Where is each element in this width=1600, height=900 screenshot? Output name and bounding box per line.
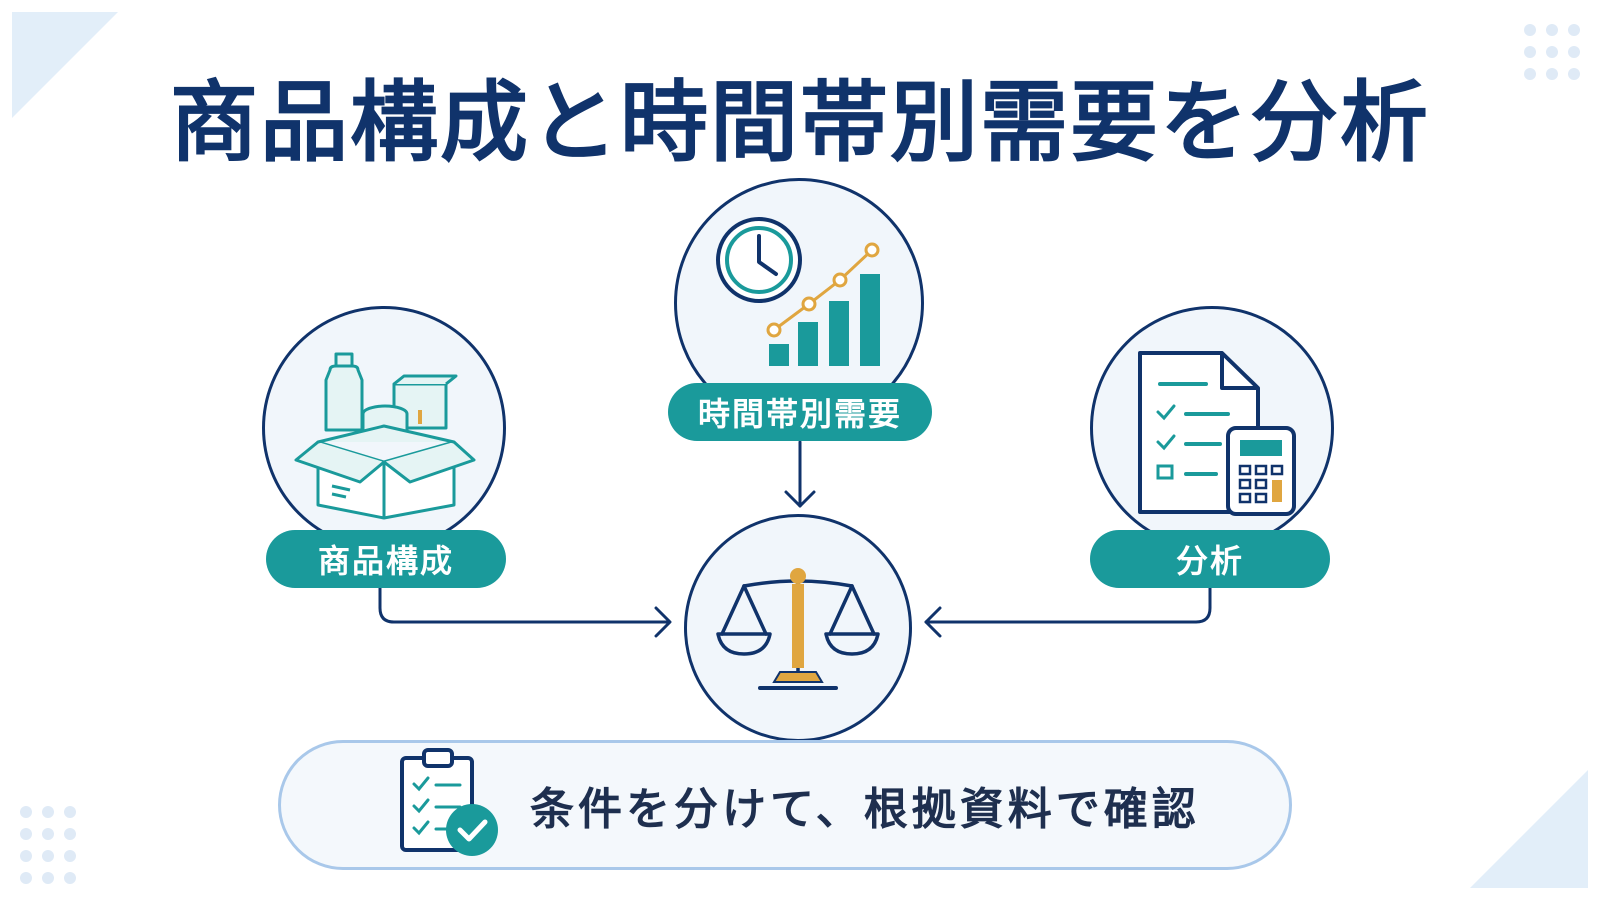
dot-grid-top-right bbox=[1524, 24, 1580, 80]
node-top-label: 時間帯別需要 bbox=[668, 383, 932, 441]
arrow-right-to-center bbox=[924, 586, 1212, 624]
arrow-left-to-center bbox=[378, 586, 670, 624]
dot-grid-bottom-left bbox=[20, 806, 76, 884]
arrowhead-left bbox=[654, 606, 672, 638]
corner-triangle-top-left bbox=[12, 12, 118, 118]
footer-text: 条件を分けて、根拠資料で確認 bbox=[530, 784, 1200, 835]
node-left-label: 商品構成 bbox=[266, 530, 506, 588]
corner-triangle-bottom-right bbox=[1470, 770, 1588, 888]
page-title: 商品構成と時間帯別需要を分析 bbox=[169, 71, 1430, 174]
arrowhead-top bbox=[784, 490, 816, 508]
node-right-label: 分析 bbox=[1090, 530, 1330, 588]
arrowhead-right bbox=[924, 606, 942, 638]
